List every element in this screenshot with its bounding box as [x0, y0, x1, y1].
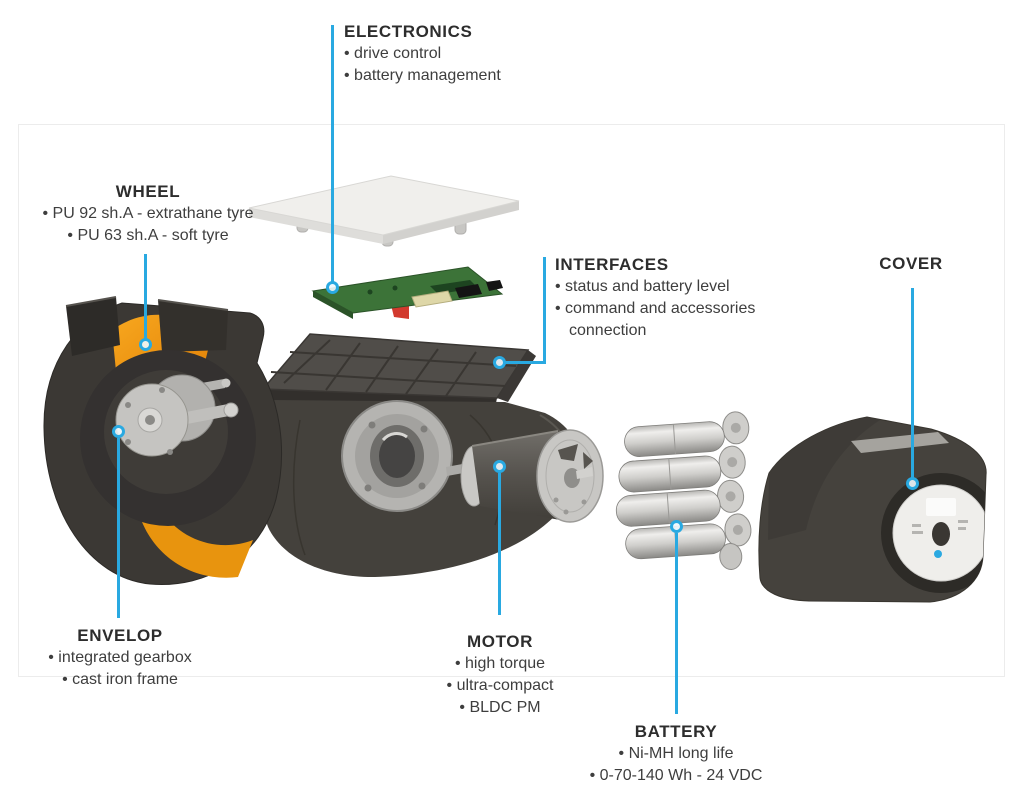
- battery-pack-icon: [615, 411, 752, 570]
- motor-icon: [446, 429, 604, 523]
- interfaces-marker: [493, 356, 506, 369]
- label-envelop: ENVELOP • integrated gearbox • cast iron…: [5, 625, 235, 691]
- wheel-marker: [139, 338, 152, 351]
- battery-marker: [670, 520, 683, 533]
- battery-bullet: • Ni-MH long life: [618, 745, 734, 762]
- electronics-title: ELECTRONICS: [344, 22, 473, 41]
- interfaces-title: INTERFACES: [555, 255, 669, 274]
- envelop-marker: [112, 425, 125, 438]
- interfaces-leader-line-v: [543, 257, 546, 363]
- label-motor: MOTOR • high torque • ultra-compact • BL…: [390, 631, 610, 719]
- electronics-marker: [326, 281, 339, 294]
- top-plate-icon: [248, 175, 520, 247]
- wheel-bullet: • PU 63 sh.A - soft tyre: [67, 227, 229, 244]
- electronics-leader-line: [331, 25, 334, 282]
- wheel-assembly-icon: [43, 296, 283, 585]
- envelop-leader-line: [117, 438, 120, 618]
- wheel-title: WHEEL: [115, 182, 181, 201]
- circuit-board-icon: [311, 266, 504, 319]
- cover-leader-line: [911, 288, 914, 478]
- battery-bullet: • 0-70-140 Wh - 24 VDC: [589, 767, 763, 784]
- motor-leader-line: [498, 473, 501, 615]
- cover-marker: [906, 477, 919, 490]
- envelop-bullet: • integrated gearbox: [48, 649, 192, 666]
- electronics-bullet: • battery management: [344, 67, 501, 84]
- cover-icon: [758, 416, 987, 603]
- motor-marker: [493, 460, 506, 473]
- motor-bullet: • high torque: [454, 655, 546, 672]
- label-interfaces: INTERFACES • status and battery level • …: [555, 254, 787, 342]
- label-wheel: WHEEL • PU 92 sh.A - extrathane tyre • P…: [8, 181, 288, 247]
- interfaces-bullet: • status and battery level: [555, 278, 730, 295]
- label-cover: COVER: [846, 253, 976, 275]
- motor-bullet: • ultra-compact: [446, 677, 554, 694]
- motor-bullet: • BLDC PM: [459, 699, 541, 716]
- wheel-leader-line: [144, 254, 147, 339]
- envelop-title: ENVELOP: [77, 626, 163, 645]
- battery-leader-line: [675, 533, 678, 714]
- battery-title: BATTERY: [634, 722, 718, 741]
- tyre-bottom-shape: [142, 512, 253, 578]
- wheel-bullet: • PU 92 sh.A - extrathane tyre: [42, 205, 254, 222]
- motor-title: MOTOR: [467, 632, 533, 651]
- diagram-frame: [18, 124, 1005, 677]
- envelop-bullet: • cast iron frame: [62, 671, 178, 688]
- interfaces-leader-line-h: [505, 361, 546, 364]
- label-battery: BATTERY • Ni-MH long life • 0-70-140 Wh …: [551, 721, 801, 787]
- label-electronics: ELECTRONICS • drive control • battery ma…: [344, 21, 574, 87]
- electronics-bullet: • drive control: [344, 45, 442, 62]
- cover-blue-dot: [934, 550, 942, 558]
- interfaces-bullet: • command and accessories connection: [555, 300, 756, 339]
- cover-title: COVER: [879, 254, 943, 273]
